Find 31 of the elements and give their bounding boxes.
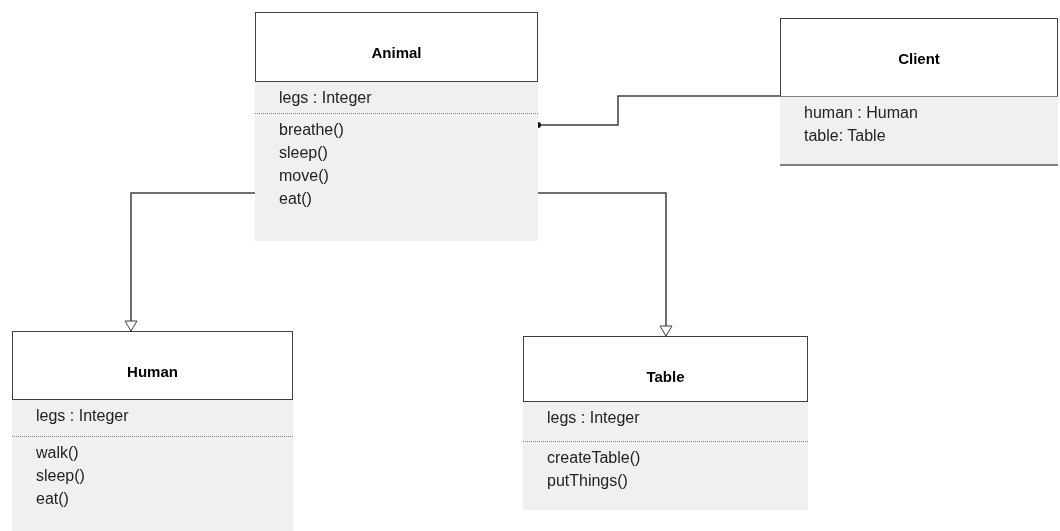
class-member: legs : Integer [279,88,372,108]
class-member: legs : Integer [36,406,129,426]
class-member: sleep() [279,143,328,163]
class-member: sleep() [36,466,85,486]
class-name: Human [126,362,179,382]
inheritance-arrow [537,192,673,337]
class-member: eat() [279,189,312,209]
class-compartment [255,113,538,241]
class-name: Client [897,49,941,69]
class-box [780,18,1058,165]
inheritance-arrow [124,192,256,332]
class-compartment [12,399,293,436]
class-member: breathe() [279,120,344,140]
class-member: eat() [36,489,69,509]
class-box [523,336,808,509]
class-member: legs : Integer [547,408,640,428]
class-name: Animal [370,43,423,63]
class-compartment [12,436,293,531]
class-compartment [780,96,1058,166]
class-compartment [523,441,808,510]
class-box [12,331,293,531]
class-member: human : Human [804,103,918,123]
class-box [255,12,538,240]
class-member: table: Table [804,126,886,146]
class-member: move() [279,166,329,186]
class-compartment [255,81,538,113]
class-name: Table [645,367,686,387]
class-compartment [523,401,808,441]
class-member: walk() [36,443,79,463]
class-member: createTable() [547,448,641,468]
class-member: putThings() [547,471,628,491]
